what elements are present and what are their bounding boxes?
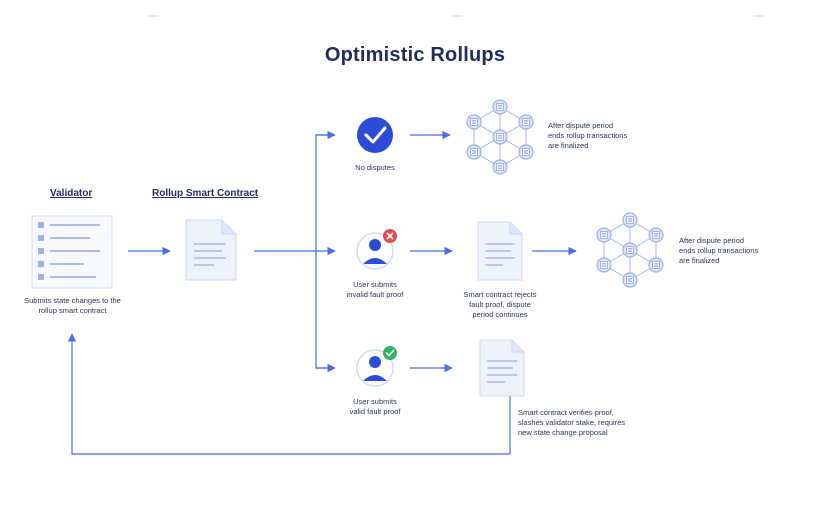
validator-header: Validator [50, 188, 93, 199]
reject-document-icon [477, 221, 523, 281]
flow-arrows [67, 130, 577, 455]
x-badge-icon [383, 229, 397, 243]
valid-proof-caption: User submits valid fault proof [349, 397, 401, 416]
network-nodes-icon [466, 99, 534, 175]
state-list-icon [31, 215, 113, 289]
validator-caption: Submits state changes to the rollup smar… [24, 296, 121, 315]
user-avatar-icon-2 [356, 349, 394, 387]
invalid-proof-caption: User submits invalid fault proof [346, 280, 404, 299]
contract-document-icon [185, 219, 237, 281]
rejects-caption: Smart contract rejects fault proof, disp… [463, 290, 537, 319]
finalized-mid-caption: After dispute period ends rollup transac… [679, 236, 759, 265]
check-badge-icon [383, 346, 397, 360]
verifies-caption: Smart contract verifies proof, slashes v… [518, 408, 626, 437]
finalized-top-caption: After dispute period ends rollup transac… [548, 121, 628, 150]
user-avatar-icon [356, 232, 394, 270]
no-disputes-caption: No disputes [355, 163, 395, 172]
network-nodes-icon-2 [596, 212, 664, 288]
verify-document-icon [479, 339, 525, 397]
contract-header: Rollup Smart Contract [152, 188, 259, 199]
check-circle-icon [357, 117, 393, 153]
page-title: Optimistic Rollups [324, 44, 506, 66]
